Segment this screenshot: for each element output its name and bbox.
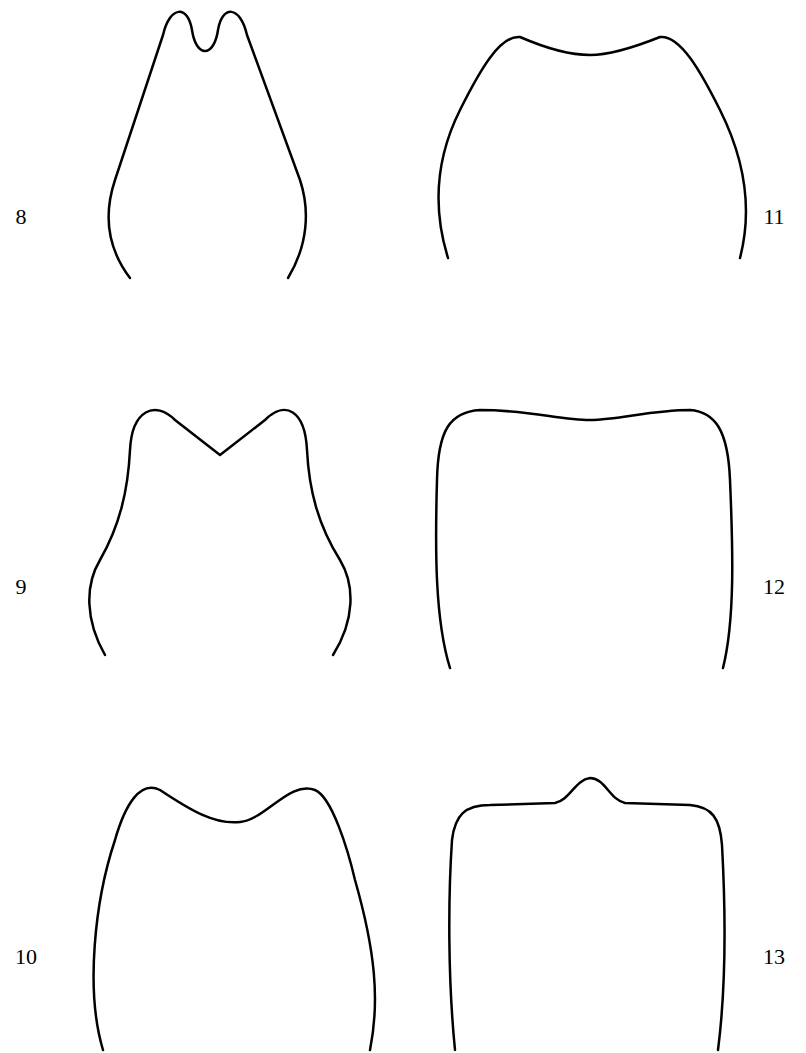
- outline-10: [94, 788, 375, 1050]
- outline-12: [436, 410, 732, 668]
- callout-number: 13: [763, 946, 785, 968]
- callout-number: 10: [15, 946, 37, 968]
- callout-number: 8: [16, 206, 27, 228]
- outline-8: [109, 12, 306, 278]
- callout-number: 11: [763, 206, 784, 228]
- outline-11: [439, 37, 746, 258]
- callout-number: 9: [16, 576, 27, 598]
- callout-number: 12: [763, 576, 785, 598]
- outline-13: [449, 778, 724, 1050]
- outline-9: [89, 410, 350, 655]
